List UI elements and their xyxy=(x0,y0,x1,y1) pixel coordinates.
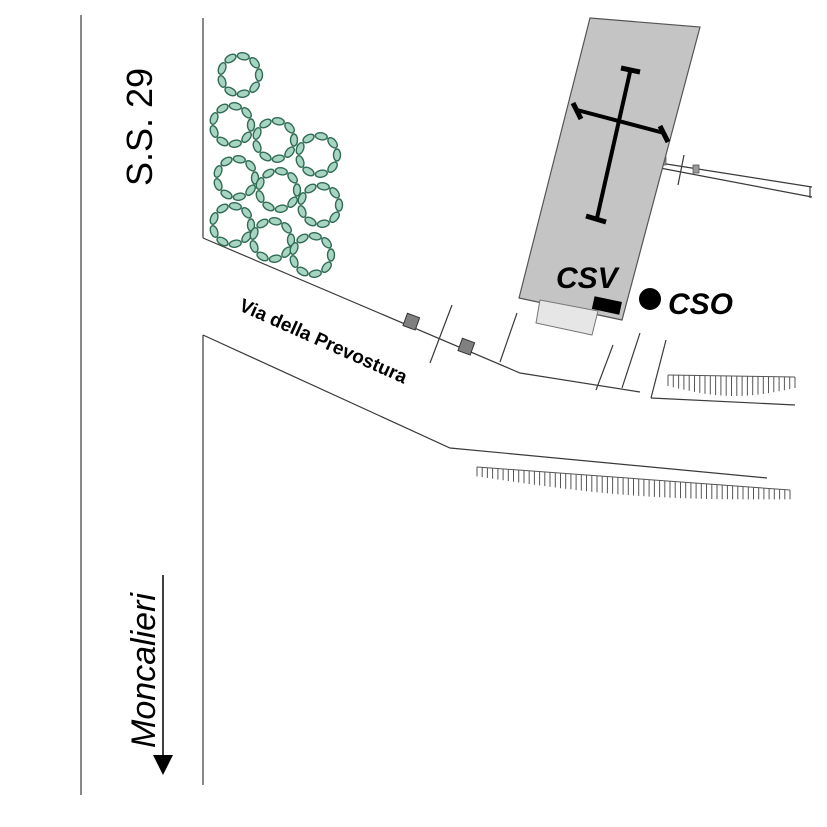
tree-icon xyxy=(297,181,344,229)
street-south-edge xyxy=(202,334,768,479)
circle-marker-icon xyxy=(639,288,661,310)
arrow-down-icon xyxy=(153,755,173,775)
fence-line xyxy=(659,162,813,188)
cross-icon xyxy=(570,65,671,225)
tree-icon xyxy=(289,231,336,279)
street-label: Via della Prevostura xyxy=(236,295,411,388)
fence-line xyxy=(659,167,813,198)
fence-post xyxy=(692,164,700,174)
tree-icon xyxy=(217,51,264,99)
property-line xyxy=(650,397,796,406)
station-label-csv: CSV xyxy=(556,262,621,295)
property-line xyxy=(677,154,685,186)
tree-icon xyxy=(252,116,299,164)
property-line xyxy=(650,339,667,399)
station-label-cso: CSO xyxy=(668,288,733,321)
property-line xyxy=(429,304,453,364)
hachure-icon xyxy=(476,466,791,500)
hachure-icon xyxy=(667,374,796,396)
rectangle-marker-icon xyxy=(591,296,622,315)
tree-icon xyxy=(209,201,256,249)
tree-icon xyxy=(295,131,342,179)
property-line xyxy=(499,312,518,363)
street-north-edge xyxy=(202,237,641,393)
tree-cluster-icon xyxy=(209,51,344,279)
church-porch xyxy=(535,299,599,336)
tree-icon xyxy=(255,166,302,214)
small-building xyxy=(402,312,421,331)
small-building xyxy=(457,337,476,356)
tree-icon xyxy=(213,154,260,202)
direction-label: Moncalieri xyxy=(125,592,163,748)
tree-icon xyxy=(249,216,296,264)
property-line xyxy=(621,332,641,389)
highway-label: S.S. 29 xyxy=(119,68,160,186)
property-line xyxy=(595,344,614,391)
tree-icon xyxy=(209,101,256,149)
